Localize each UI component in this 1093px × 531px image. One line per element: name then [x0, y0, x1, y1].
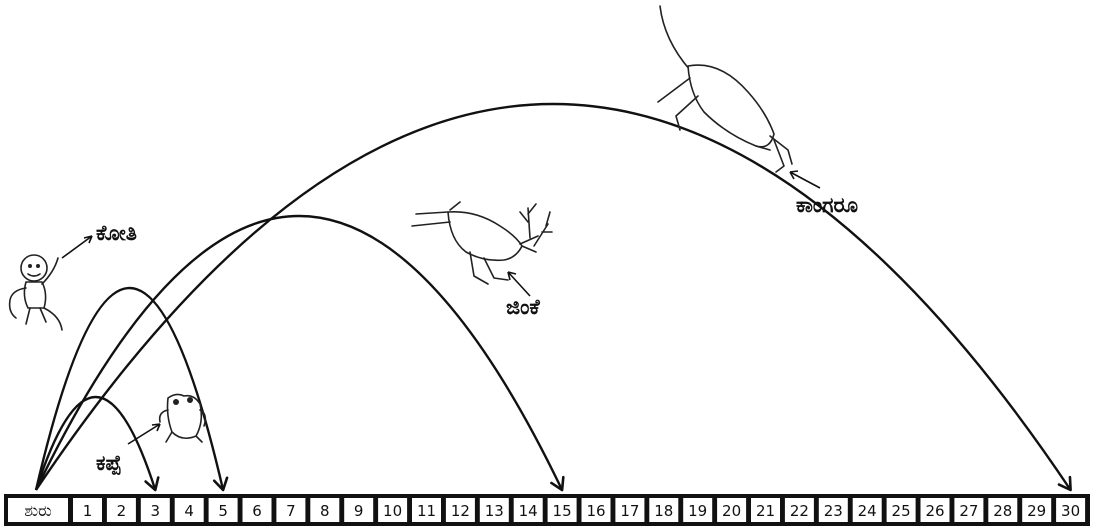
frog-jump-arc — [34, 395, 157, 491]
number-cell — [342, 496, 376, 524]
number-cell — [782, 496, 816, 524]
monkey-arrowhead — [212, 476, 229, 492]
number-cell — [477, 496, 511, 524]
frog-arrowhead — [144, 476, 160, 492]
deer-jump-arc — [34, 214, 564, 491]
deer-pointer — [507, 271, 531, 297]
number-cell-label: 28 — [993, 502, 1012, 520]
kangaroo-pointer — [789, 171, 821, 189]
number-cell-label: 26 — [925, 502, 944, 520]
number-cell — [308, 496, 342, 524]
number-cell — [884, 496, 918, 524]
number-cell — [71, 496, 104, 524]
number-cell-label: 6 — [252, 502, 262, 520]
number-cell — [613, 496, 647, 524]
number-cell-label: 25 — [892, 502, 911, 520]
monkey-label: ಕೋತಿ — [96, 221, 137, 245]
number-cell — [918, 496, 952, 524]
number-cell — [274, 496, 308, 524]
kangaroo-icon — [657, 5, 793, 173]
monkey-jump-arc — [34, 287, 225, 491]
monkey-icon — [8, 254, 63, 331]
number-cell-label: 20 — [722, 502, 741, 520]
deer-arrowhead — [550, 475, 565, 492]
frog-icon — [158, 393, 207, 443]
deer-icon — [411, 201, 553, 285]
number-cell-label: 5 — [218, 502, 228, 520]
number-cell — [816, 496, 850, 524]
number-cell-label: 2 — [117, 502, 127, 520]
number-cell — [443, 496, 477, 524]
number-cell-label: 1 — [83, 502, 93, 520]
number-cell — [1020, 496, 1054, 524]
number-cell-label: 16 — [586, 502, 605, 520]
number-cell — [749, 496, 782, 524]
number-cell-label: 15 — [553, 502, 572, 520]
start-cell — [6, 496, 70, 524]
deer-label: ಜಿಂಕೆ — [506, 295, 541, 319]
number-cell-label: 23 — [824, 502, 843, 520]
number-cell-label: 10 — [383, 502, 402, 520]
number-cell — [579, 496, 613, 524]
number-cell-label: 29 — [1027, 502, 1046, 520]
kangaroo-label: ಕಾಂಗರೂ — [796, 193, 858, 217]
number-cell-label: 24 — [858, 502, 877, 520]
start-cell-label: ಶುರು — [24, 501, 51, 520]
number-cell-label: 7 — [286, 502, 296, 520]
number-cell — [410, 496, 443, 524]
number-cell — [511, 496, 545, 524]
number-cell-label: 17 — [620, 502, 639, 520]
number-cell — [1054, 496, 1088, 524]
number-cell-label: 14 — [519, 502, 538, 520]
kangaroo-jump-arc — [35, 102, 1072, 491]
number-cell — [138, 496, 172, 524]
number-cell — [104, 496, 138, 524]
number-cell-label: 13 — [485, 502, 504, 520]
number-cell-label: 12 — [451, 502, 470, 520]
number-cell-label: 22 — [790, 502, 809, 520]
jump-arcs — [34, 102, 1072, 492]
number-cell-label: 18 — [654, 502, 673, 520]
number-cell-label: 11 — [417, 502, 436, 520]
number-cell-label: 9 — [354, 502, 364, 520]
number-cell — [647, 496, 681, 524]
kangaroo-arrowhead — [1057, 475, 1072, 492]
number-cell-label: 21 — [756, 502, 775, 520]
number-cell-label: 19 — [688, 502, 707, 520]
monkey-pointer — [61, 235, 93, 259]
number-cell — [715, 496, 749, 524]
number-cell — [206, 496, 240, 524]
number-cell-label: 27 — [959, 502, 978, 520]
number-cell — [986, 496, 1020, 524]
number-cell-label: 8 — [320, 502, 330, 520]
number-cell — [850, 496, 884, 524]
number-cell-label: 30 — [1061, 502, 1080, 520]
number-cell — [376, 496, 410, 524]
number-cell — [681, 496, 715, 524]
number-cell-label: 3 — [151, 502, 161, 520]
number-cell — [952, 496, 986, 524]
number-cell-label: 4 — [184, 502, 194, 520]
frog-pointer — [127, 423, 161, 445]
number-cell — [240, 496, 274, 524]
number-cell — [172, 496, 206, 524]
frog-label: ಕಪ್ಪೆ — [96, 451, 121, 476]
number-cell — [545, 496, 579, 524]
